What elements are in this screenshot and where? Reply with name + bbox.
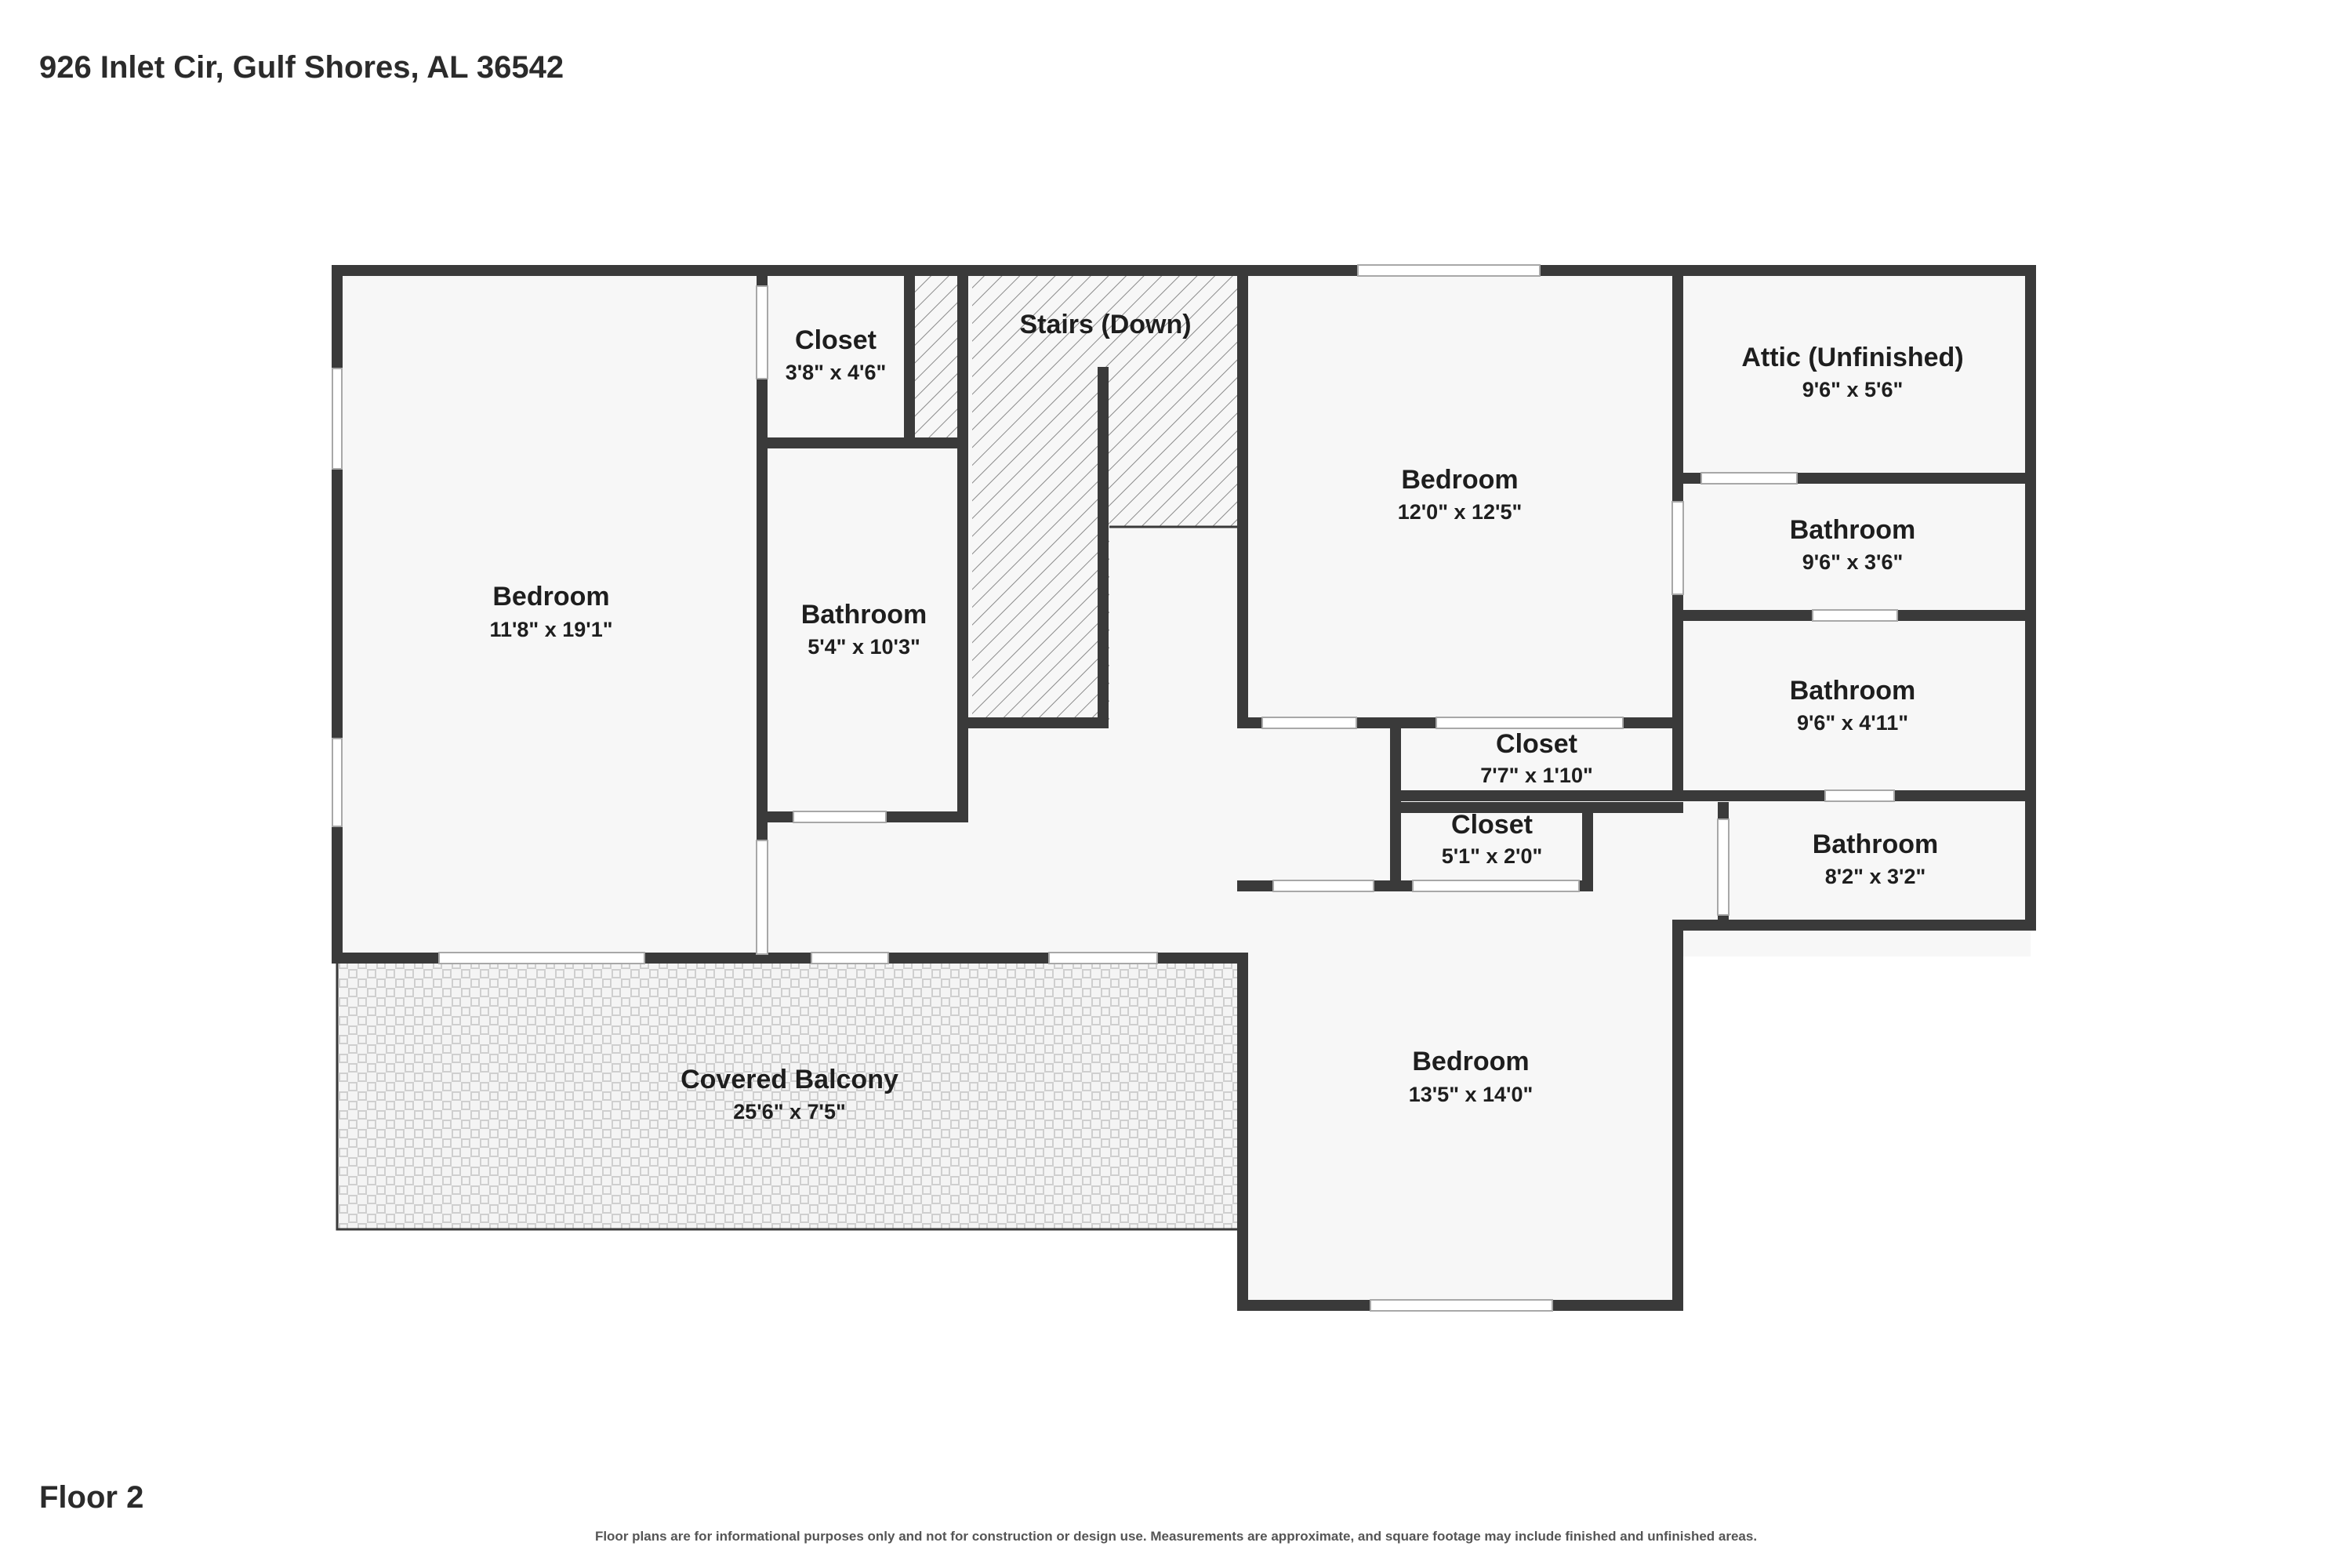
- door: [1261, 717, 1357, 729]
- window: [332, 738, 343, 827]
- room-name: Closet: [1496, 729, 1577, 759]
- room-dims: 9'6" x 4'11": [1797, 711, 1908, 735]
- room-closet-3: Closet 5'1" x 2'0": [1442, 810, 1543, 868]
- room-dims: 9'6" x 5'6": [1802, 378, 1904, 401]
- room-name: Bedroom: [492, 582, 609, 612]
- room-bathroom-1: Bathroom 5'4" x 10'3": [801, 600, 927, 659]
- door: [756, 840, 768, 955]
- door: [1412, 880, 1580, 892]
- room-dims: 11'8" x 19'1": [489, 618, 612, 641]
- door: [793, 811, 887, 823]
- room-bedroom-1: Bedroom 11'8" x 19'1": [489, 582, 612, 641]
- room-bathroom-2: Bathroom 9'6" x 3'6": [1790, 515, 1916, 574]
- room-bathroom-4: Bathroom 8'2" x 3'2": [1813, 829, 1939, 888]
- room-stairs: Stairs (Down): [1019, 310, 1191, 339]
- room-dims: 8'2" x 3'2": [1825, 865, 1926, 888]
- disclaimer: Floor plans are for informational purpos…: [594, 1529, 1758, 1544]
- door: [756, 285, 768, 379]
- door: [1824, 789, 1895, 802]
- window: [1370, 1299, 1553, 1312]
- closet-hatch: [909, 274, 963, 441]
- door: [438, 952, 645, 964]
- door: [1717, 818, 1730, 916]
- door: [1048, 952, 1158, 964]
- room-name: Stairs (Down): [1019, 310, 1191, 339]
- room-balcony: Covered Balcony 25'6" x 7'5": [681, 1065, 898, 1123]
- room-dims: 3'8" x 4'6": [786, 361, 887, 384]
- door: [1436, 717, 1624, 729]
- room-name: Closet: [1451, 810, 1533, 840]
- room-name: Bathroom: [1790, 676, 1916, 706]
- room-attic: Attic (Unfinished) 9'6" x 5'6": [1741, 343, 1963, 401]
- window: [332, 368, 343, 470]
- window: [811, 952, 889, 964]
- room-dims: 9'6" x 3'6": [1802, 550, 1904, 574]
- room-dims: 13'5" x 14'0": [1409, 1083, 1534, 1106]
- room-name: Bedroom: [1401, 465, 1518, 495]
- room-dims: 5'1" x 2'0": [1442, 844, 1543, 868]
- floor-label: Floor 2: [39, 1480, 144, 1515]
- room-bedroom-2: Bedroom 12'0" x 12'5": [1398, 465, 1523, 524]
- room-name: Bathroom: [1790, 515, 1916, 545]
- door: [1671, 501, 1684, 595]
- balcony-floor: [336, 956, 1244, 1231]
- room-bathroom-3: Bathroom 9'6" x 4'11": [1790, 676, 1916, 735]
- outer-wall: [332, 265, 2036, 1311]
- room-dims: 25'6" x 7'5": [733, 1100, 846, 1123]
- room-name: Bathroom: [801, 600, 927, 630]
- room-name: Closet: [795, 325, 877, 355]
- room-name: Bedroom: [1412, 1047, 1529, 1076]
- room-closet-2: Closet 7'7" x 1'10": [1480, 729, 1593, 787]
- room-name: Covered Balcony: [681, 1065, 898, 1094]
- openings: [332, 264, 1898, 1312]
- door: [1700, 472, 1798, 485]
- room-name: Attic (Unfinished): [1741, 343, 1963, 372]
- room-bedroom-3: Bedroom 13'5" x 14'0": [1409, 1047, 1534, 1106]
- door: [1812, 609, 1898, 622]
- room-dims: 5'4" x 10'3": [808, 635, 920, 659]
- room-name: Bathroom: [1813, 829, 1939, 859]
- room-dims: 7'7" x 1'10": [1480, 764, 1593, 787]
- door: [1272, 880, 1374, 892]
- property-address: 926 Inlet Cir, Gulf Shores, AL 36542: [39, 50, 564, 85]
- room-dims: 12'0" x 12'5": [1398, 500, 1523, 524]
- room-closet-1: Closet 3'8" x 4'6": [786, 325, 887, 384]
- window: [1357, 264, 1541, 277]
